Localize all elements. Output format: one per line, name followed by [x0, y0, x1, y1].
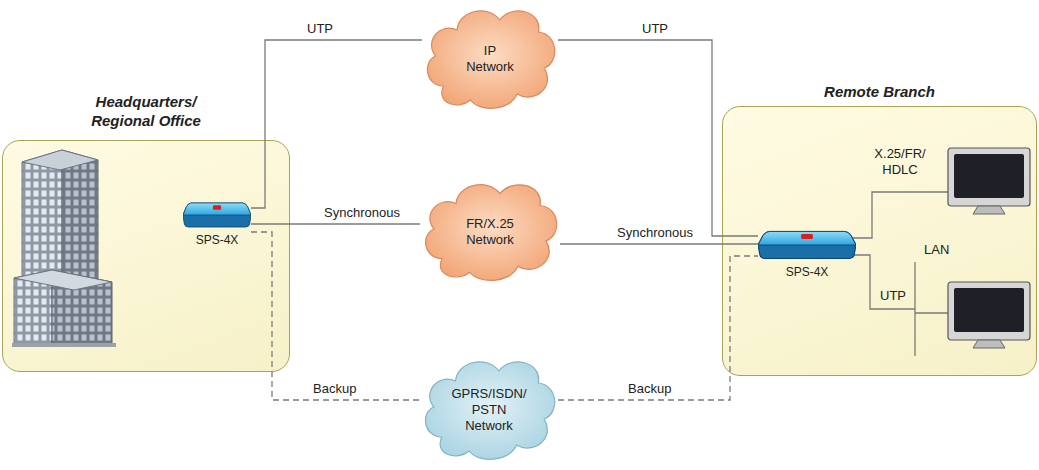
- cable-label: UTP: [880, 288, 906, 304]
- network-cloud: FR/X.25 Network: [420, 178, 560, 286]
- backup-link: [251, 232, 420, 400]
- region-heading: Headquarters/ Regional Office: [79, 88, 214, 130]
- cloud-label: IP Network: [460, 43, 520, 75]
- port-label: X.25/FR/ HDLC: [869, 146, 931, 178]
- link-label: UTP: [307, 21, 333, 37]
- network-link: [251, 223, 420, 224]
- backup-link: [558, 256, 758, 400]
- region-heading: Remote Branch: [722, 78, 1037, 101]
- network-cloud: IP Network: [422, 4, 558, 114]
- network-cloud: GPRS/ISDN/ PSTN Network: [420, 355, 558, 465]
- branch-wires: [852, 192, 948, 356]
- network-link: [251, 40, 422, 208]
- network-link: [560, 243, 758, 244]
- link-label: UTP: [642, 21, 668, 37]
- cloud-label: FR/X.25 Network: [454, 216, 526, 248]
- device-shape: [758, 228, 856, 262]
- router-device: SPS-4X: [183, 200, 251, 247]
- computer-icon: [948, 282, 1030, 348]
- building-illustration: [12, 150, 116, 347]
- link-label: Synchronous: [617, 225, 693, 241]
- link-label: Backup: [628, 381, 671, 397]
- device-shape: [183, 200, 251, 230]
- device-label: SPS-4X: [758, 265, 856, 279]
- router-device: SPS-4X: [758, 228, 856, 279]
- computer-icon: [948, 148, 1030, 214]
- link-label: Backup: [313, 381, 356, 397]
- link-label: Synchronous: [324, 205, 400, 221]
- network-link: [558, 40, 758, 236]
- cloud-label: GPRS/ISDN/ PSTN Network: [449, 386, 529, 434]
- device-label: SPS-4X: [183, 233, 251, 247]
- network-label: LAN: [924, 242, 949, 258]
